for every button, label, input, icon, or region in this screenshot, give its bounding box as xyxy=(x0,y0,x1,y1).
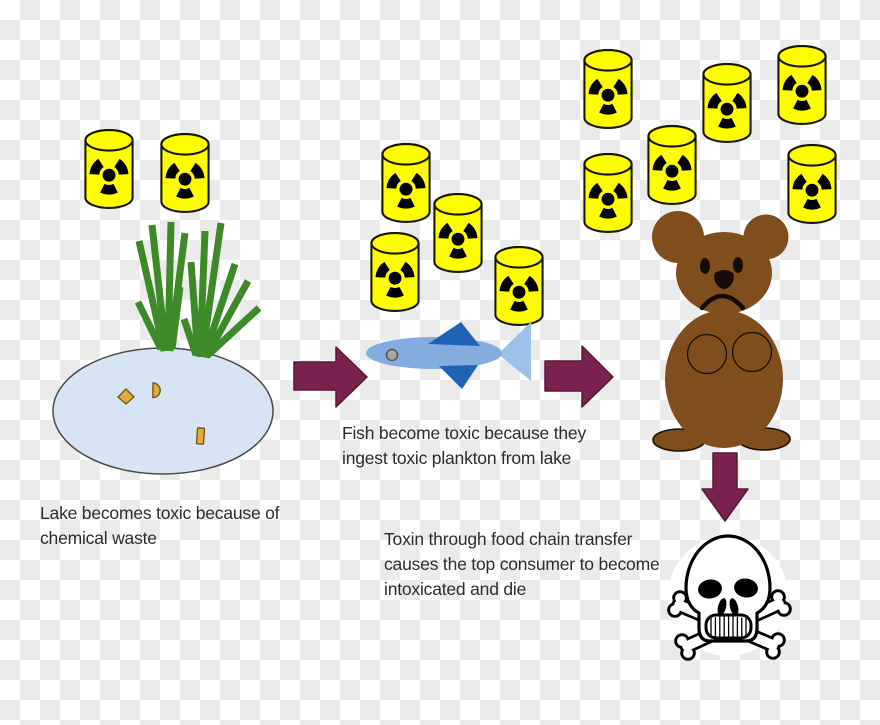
toxic-debris-icon xyxy=(195,427,206,445)
skull-caption-line: intoxicated and die xyxy=(384,579,527,599)
radioactive-waste-barrel-icon xyxy=(381,143,431,223)
radioactive-waste-barrel-icon xyxy=(494,246,544,326)
radioactive-waste-barrel-icon xyxy=(787,144,837,224)
skull-teeth xyxy=(704,613,753,640)
fish-caption: Fish become toxic because they ingest to… xyxy=(342,421,586,471)
bear-icon xyxy=(652,211,791,452)
fish-top-fin xyxy=(428,322,480,346)
bear-body xyxy=(665,310,783,448)
toxic-debris-icon xyxy=(152,382,161,399)
skull-face xyxy=(684,534,772,643)
fish-tail xyxy=(498,322,531,381)
bear-nose xyxy=(714,270,734,289)
toxic-fish-icon xyxy=(366,322,531,389)
radioactive-waste-barrel-icon xyxy=(583,153,633,233)
radioactive-waste-barrel-icon xyxy=(583,49,633,129)
lake-caption: Lake becomes toxic because of chemical w… xyxy=(40,501,280,551)
lake-caption-line: Lake becomes toxic because of xyxy=(40,503,280,523)
fish-caption-line: ingest toxic plankton from lake xyxy=(342,448,572,468)
skull-crossbones-icon xyxy=(667,534,792,661)
skull-caption-line: causes the top consumer to become xyxy=(384,554,660,574)
bear-eye-left xyxy=(700,258,710,274)
bear-chest-left xyxy=(686,333,728,375)
toxic-lake-icon xyxy=(52,347,274,475)
radioactive-waste-barrel-icon xyxy=(777,45,827,125)
radioactive-waste-barrel-icon xyxy=(647,125,697,205)
lake-caption-line: chemical waste xyxy=(40,528,157,548)
lake-shape xyxy=(52,347,274,475)
radioactive-waste-barrel-icon xyxy=(370,232,420,312)
skull-nose xyxy=(717,598,727,616)
arrow-lake-to-fish-icon xyxy=(293,346,368,408)
arrow-bear-to-skull-icon xyxy=(701,452,749,522)
skull-eye-right xyxy=(734,578,758,598)
skull-caption-line: Toxin through food chain transfer xyxy=(384,529,633,549)
toxic-debris-icon xyxy=(116,388,136,405)
fish-caption-line: Fish become toxic because they xyxy=(342,423,586,443)
skull-caption: Toxin through food chain transfer causes… xyxy=(384,527,660,602)
skull-nose xyxy=(729,598,739,616)
bear-eye-right xyxy=(733,257,743,273)
grass-icon xyxy=(134,221,262,359)
arrow-fish-to-bear-icon xyxy=(544,345,614,408)
skull-eye-left xyxy=(698,579,722,599)
radioactive-waste-barrel-icon xyxy=(702,63,752,143)
bear-frown xyxy=(699,293,746,311)
bear-chest-right xyxy=(731,331,773,373)
fish-eye xyxy=(385,348,399,362)
radioactive-waste-barrel-icon xyxy=(433,193,483,273)
radioactive-waste-barrel-icon xyxy=(84,129,134,209)
radioactive-waste-barrel-icon xyxy=(160,133,210,213)
fish-bottom-fin xyxy=(439,365,478,389)
